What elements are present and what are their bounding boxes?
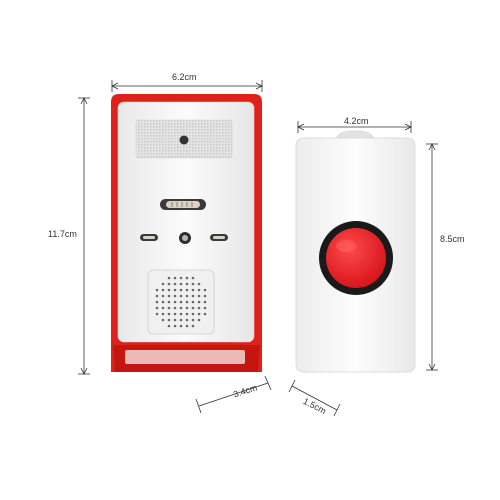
- speaker-hole: [185, 318, 189, 322]
- speaker-hole: [167, 306, 171, 310]
- receiver-depth-dimension: [195, 375, 272, 414]
- speaker-hole: [167, 276, 171, 280]
- speaker-hole: [161, 288, 165, 292]
- speaker-hole: [185, 288, 189, 292]
- speaker-hole: [167, 312, 171, 316]
- speaker-hole: [173, 282, 177, 286]
- speaker-hole: [203, 300, 207, 304]
- speaker-hole: [155, 312, 159, 316]
- speaker-hole: [161, 312, 165, 316]
- speaker-hole: [173, 294, 177, 298]
- speaker-hole: [167, 282, 171, 286]
- speaker-hole: [161, 318, 165, 322]
- speaker-hole: [179, 318, 183, 322]
- receiver-height-dimension: [78, 97, 90, 375]
- speaker-hole: [185, 282, 189, 286]
- speaker-hole: [203, 312, 207, 316]
- speaker-hole: [173, 306, 177, 310]
- speaker-hole: [203, 306, 207, 310]
- speaker-hole: [173, 318, 177, 322]
- speaker-hole: [197, 294, 201, 298]
- speaker-hole: [179, 324, 183, 328]
- speaker-hole: [173, 288, 177, 292]
- speaker-hole: [197, 306, 201, 310]
- speaker-hole: [191, 288, 195, 292]
- speaker-hole: [167, 294, 171, 298]
- transmitter-width-dimension: [297, 121, 412, 133]
- transmitter-depth-dimension: [288, 379, 341, 417]
- speaker-hole: [191, 312, 195, 316]
- speaker-hole: [179, 282, 183, 286]
- speaker-hole: [185, 300, 189, 304]
- speaker-hole: [203, 288, 207, 292]
- speaker-hole: [191, 300, 195, 304]
- speaker-hole: [155, 306, 159, 310]
- speaker-hole: [155, 288, 159, 292]
- speaker-hole: [179, 300, 183, 304]
- receiver-unit: [111, 94, 262, 372]
- speaker-hole: [191, 294, 195, 298]
- transmitter-height-label: 8.5cm: [440, 234, 465, 244]
- speaker-hole: [173, 312, 177, 316]
- speaker-hole: [161, 300, 165, 304]
- speaker-hole: [185, 306, 189, 310]
- speaker-hole: [191, 306, 195, 310]
- speaker-hole: [167, 300, 171, 304]
- speaker-hole: [197, 300, 201, 304]
- light-sensor-icon: [179, 135, 189, 145]
- transmitter-height-dimension: [426, 143, 438, 371]
- speaker-hole: [179, 294, 183, 298]
- speaker-hole: [155, 300, 159, 304]
- speaker-hole: [191, 318, 195, 322]
- receiver-width-label: 6.2cm: [172, 72, 197, 82]
- speaker-hole: [173, 324, 177, 328]
- speaker-hole: [191, 276, 195, 280]
- speaker-hole: [185, 312, 189, 316]
- speaker-hole: [191, 282, 195, 286]
- speaker-hole: [155, 294, 159, 298]
- speaker-hole: [197, 288, 201, 292]
- speaker-holes: [155, 276, 207, 328]
- speaker-hole: [191, 324, 195, 328]
- speaker-hole: [167, 288, 171, 292]
- receiver-height-label: 11.7cm: [48, 229, 77, 239]
- speaker-hole: [185, 276, 189, 280]
- speaker-hole: [161, 282, 165, 286]
- speaker-hole: [161, 294, 165, 298]
- transmitter-call-button: [326, 228, 386, 288]
- speaker-hole: [185, 324, 189, 328]
- receiver-width-dimension: [111, 80, 263, 92]
- speaker-hole: [179, 288, 183, 292]
- speaker-hole: [167, 318, 171, 322]
- speaker-hole: [167, 324, 171, 328]
- transmitter-width-label: 4.2cm: [344, 116, 369, 126]
- speaker-hole: [179, 306, 183, 310]
- speaker-hole: [173, 300, 177, 304]
- speaker-hole: [179, 276, 183, 280]
- speaker-hole: [179, 312, 183, 316]
- speaker-hole: [203, 294, 207, 298]
- speaker-hole: [197, 282, 201, 286]
- speaker-hole: [197, 318, 201, 322]
- transmitter-unit: [295, 130, 416, 373]
- speaker-hole: [173, 276, 177, 280]
- speaker-hole: [185, 294, 189, 298]
- speaker-hole: [161, 306, 165, 310]
- speaker-hole: [197, 312, 201, 316]
